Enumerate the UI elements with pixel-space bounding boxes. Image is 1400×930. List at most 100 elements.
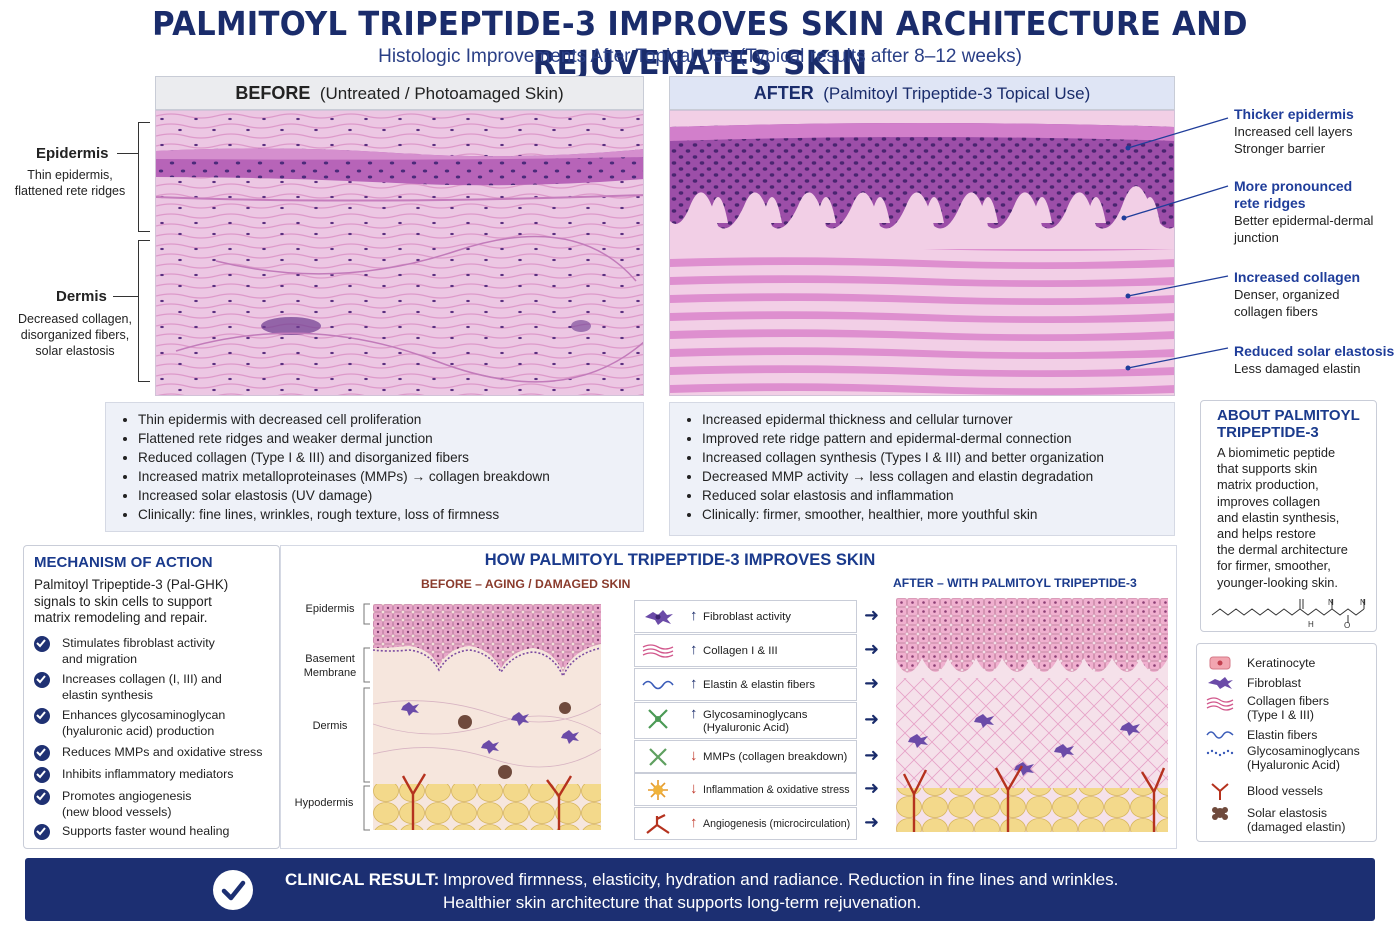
dermis-bracket	[138, 240, 150, 382]
arrow-up-icon: ↑	[690, 641, 698, 658]
mmp-icon	[649, 748, 667, 766]
annotation-title: More pronounced	[1234, 178, 1353, 194]
legend-label: Elastin fibers	[1247, 728, 1318, 742]
atom-label: H	[1308, 620, 1314, 629]
legend-label: (Hyaluronic Acid)	[1247, 758, 1340, 772]
legend-label: Glycosaminoglycans	[1247, 744, 1360, 758]
page-title: PALMITOYL TRIPEPTIDE-3 IMPROVES SKIN ARC…	[152, 4, 1248, 82]
list-item: Reduced solar elastosis and inflammation	[702, 486, 1162, 505]
effect-label: Angiogenesis (microcirculation)	[703, 818, 851, 830]
about-body-line: for firmer, smoother,	[1217, 558, 1331, 574]
how-it-improves-box	[280, 545, 1177, 849]
annotation-increased-collagen: Increased collagen Denser, organized col…	[1234, 269, 1396, 320]
about-box: ABOUT PALMITOYL TRIPEPTIDE-3 A biomimeti…	[1200, 400, 1377, 632]
about-body-line: A biomimetic peptide	[1217, 445, 1336, 460]
clinical-result-label: CLINICAL RESULT:	[285, 870, 440, 889]
annotation-desc: Increased cell layers	[1234, 124, 1353, 139]
after-skin-diagram	[896, 598, 1168, 832]
list-item: Increased solar elastosis (UV damage)	[138, 486, 631, 505]
mechanism-item-line: Inhibits inflammatory mediators	[62, 767, 234, 781]
arrow-down-icon: ↓	[690, 780, 698, 797]
list-item: Decreased MMP activity → less collagen a…	[702, 467, 1162, 486]
legend-label: Fibroblast	[1247, 676, 1301, 690]
elastin-icon	[1206, 731, 1234, 739]
annotation-reduced-elastosis: Reduced solar elastosis Less damaged ela…	[1234, 343, 1396, 377]
before-heading-sub: (Untreated / Photoamaged Skin)	[319, 84, 564, 103]
list-item: Increased epidermal thickness and cellul…	[702, 410, 1162, 429]
about-body-line: and elastin synthesis,	[1217, 509, 1340, 525]
annotation-title: rete ridges	[1234, 195, 1306, 211]
fibroblast-icon	[1208, 677, 1233, 689]
about-heading: ABOUT PALMITOYL TRIPEPTIDE-3	[1217, 407, 1368, 441]
annotation-rete-ridges: More pronounced rete ridges Better epide…	[1234, 178, 1396, 246]
arrow-right-icon: ➜	[864, 639, 880, 659]
vessel-icon	[646, 814, 670, 834]
gag-icon	[648, 709, 668, 729]
effect-row-angiogenesis: ↑ Angiogenesis (microcirculation)	[634, 807, 857, 840]
about-body-line: improves collagen	[1217, 493, 1321, 509]
epidermis-desc-line: flattened rete ridges	[14, 184, 126, 198]
epidermis-bracket	[138, 122, 150, 232]
layer-label-dermis: Dermis	[298, 719, 362, 733]
legend-label: Keratinocyte	[1247, 656, 1316, 670]
effect-row-mmps: ↓ MMPs (collagen breakdown)	[634, 740, 857, 773]
effect-label: MMPs (collagen breakdown)	[703, 751, 848, 763]
mechanism-heading: MECHANISM OF ACTION	[34, 554, 213, 571]
arrow-right-icon: ➜	[864, 673, 880, 693]
list-item: Thin epidermis with decreased cell proli…	[138, 410, 631, 429]
about-body-line: the dermal architecture	[1217, 542, 1348, 558]
annotation-title: Thicker epidermis	[1234, 106, 1354, 122]
inflammation-icon	[648, 780, 668, 800]
list-item: Improved rete ridge pattern and epiderma…	[702, 429, 1162, 448]
list-item: Reduced collagen (Type I & III) and diso…	[138, 448, 631, 467]
annotation-title: Increased collagen	[1234, 269, 1361, 285]
mechanism-item-line: elastin synthesis	[62, 687, 153, 702]
collagen-icon	[1206, 697, 1234, 711]
after-annotation-leaders	[1121, 117, 1229, 371]
layer-label-line: Membrane	[303, 667, 357, 679]
elastosis-icon	[1212, 807, 1228, 820]
before-heading-label: BEFORE	[235, 83, 311, 103]
how-after-label: AFTER – WITH PALMITOYL TRIPEPTIDE-3	[893, 576, 1137, 590]
legend-box: Keratinocyte Fibroblast Collagen fibers(…	[1196, 643, 1377, 842]
after-histology-image	[669, 110, 1175, 396]
legend-label: Blood vessels	[1247, 784, 1323, 798]
arrow-right-icon: ➜	[864, 778, 880, 798]
mechanism-item-line: (hyaluronic acid) production	[62, 723, 215, 738]
legend-label: (Type I & III)	[1247, 708, 1314, 722]
layer-label-hypodermis: Hypodermis	[292, 796, 356, 810]
effect-label: Inflammation & oxidative stress	[703, 784, 850, 796]
dermis-leader-line	[113, 296, 138, 297]
list-item: Flattened rete ridges and weaker dermal …	[138, 429, 631, 448]
list-item: Clinically: fine lines, wrinkles, rough …	[138, 505, 631, 524]
mechanism-intro-line: matrix remodeling and repair.	[34, 610, 208, 625]
effect-row-inflammation: ↓ Inflammation & oxidative stress	[634, 773, 857, 806]
dermis-desc-line: disorganized fibers,	[20, 328, 130, 342]
dermis-desc-line: Decreased collagen,	[18, 312, 132, 326]
annotation-desc: junction	[1234, 230, 1279, 245]
mechanism-intro-line: Palmitoyl Tripeptide-3 (Pal-GHK)	[34, 577, 229, 592]
molecular-structure: H N O N	[1211, 598, 1366, 629]
after-bullet-list: Increased epidermal thickness and cellul…	[669, 402, 1175, 536]
epidermis-label: Epidermis	[36, 145, 109, 162]
layer-label-line: Dermis	[312, 720, 348, 732]
clinical-result-line: Improved firmness, elasticity, hydration…	[443, 870, 1119, 889]
epidermis-description: Thin epidermis, flattened rete ridges	[0, 167, 140, 199]
mechanism-item-line: (new blood vessels)	[62, 804, 172, 819]
mechanism-intro-line: signals to skin cells to support	[34, 593, 212, 609]
mechanism-item-line: Enhances glycosaminoglycan	[62, 708, 226, 722]
list-item: Increased collagen synthesis (Types I & …	[702, 448, 1162, 467]
mechanism-item-line: Increases collagen (I, III) and	[62, 672, 222, 686]
effect-row-elastin: ↑ Elastin & elastin fibers	[634, 668, 857, 701]
arrow-right-icon: ➜	[864, 745, 880, 765]
after-panel-heading: AFTER (Palmitoyl Tripeptide-3 Topical Us…	[669, 76, 1175, 110]
about-heading-line: ABOUT PALMITOYL	[1217, 407, 1360, 424]
atom-label: N	[1360, 598, 1366, 607]
how-heading: HOW PALMITOYL TRIPEPTIDE-3 IMPROVES SKIN	[484, 551, 876, 569]
about-body-line: younger-looking skin.	[1217, 574, 1338, 590]
arrow-right-icon: ➜	[864, 812, 880, 832]
before-bullet-list: Thin epidermis with decreased cell proli…	[105, 402, 644, 532]
effect-label: Fibroblast activity	[703, 611, 791, 623]
before-panel-heading: BEFORE (Untreated / Photoamaged Skin)	[155, 76, 644, 110]
